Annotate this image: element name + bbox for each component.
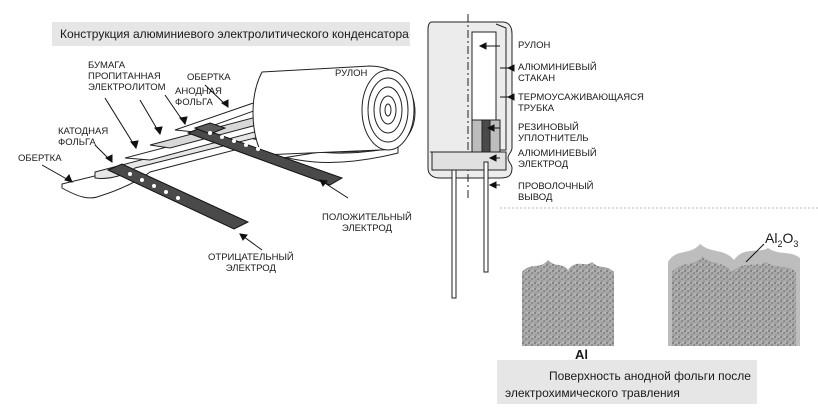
leader-lines-left [41, 84, 349, 251]
label-wire-lead: ПРОВОЛОЧНЫЙ ВЫВОД [518, 181, 594, 203]
diagram-title-box: Конструкция алюминиевого электролитическ… [52, 22, 410, 46]
label-positive-electrode: ПОЛОЖИТЕЛЬНЫЙ ЭЛЕКТРОД [322, 212, 412, 234]
label-wrap-top: ОБЕРТКА [187, 72, 231, 83]
foil-caption-line-2: электрохимического травления [505, 386, 680, 400]
negative-electrode [106, 163, 250, 230]
label-shrink-tube: ТЕРМОУСАЖИВАЮЩАЯСЯ ТРУБКА [518, 92, 644, 114]
label-wrap-left: ОБЕРТКА [18, 153, 62, 164]
roll [252, 65, 416, 156]
leader-lines-right [478, 42, 515, 189]
positive-electrode [186, 122, 344, 186]
label-cathode-foil: КАТОДНАЯ ФОЛЬГА [58, 126, 109, 148]
etched-foil-sample [522, 260, 614, 346]
label-al: Al [575, 347, 588, 362]
label-al2o3: Al2O3 [765, 230, 799, 249]
label-paper: БУМАГА ПРОПИТАННАЯ ЭЛЕКТРОЛИТОМ [88, 60, 166, 93]
al2o3-pointer [745, 243, 765, 263]
label-negative-electrode: ОТРИЦАТЕЛЬНЫЙ ЭЛЕКТРОД [208, 252, 294, 274]
label-anode-foil: АНОДНАЯ ФОЛЬГА [175, 86, 222, 108]
foil-caption-box: Поверхность анодной фольги после электро… [497, 360, 757, 404]
foil-caption-line-1: Поверхность анодной фольги после [549, 369, 751, 383]
diagram-title: Конструкция алюминиевого электролитическ… [60, 27, 409, 41]
label-al-electrode: АЛЮМИНИЕВЫЙ ЭЛЕКТРОД [518, 148, 597, 170]
label-roll-left: РУЛОН [335, 68, 368, 79]
capacitor-section [427, 14, 513, 299]
label-roll-right: РУЛОН [518, 40, 551, 51]
oxide-coated-foil-sample [668, 244, 800, 346]
label-al-can: АЛЮМИНИЕВЫЙ СТАКАН [518, 62, 597, 84]
label-rubber-seal: РЕЗИНОВЫЙ УПЛОТНИТЕЛЬ [518, 122, 589, 144]
